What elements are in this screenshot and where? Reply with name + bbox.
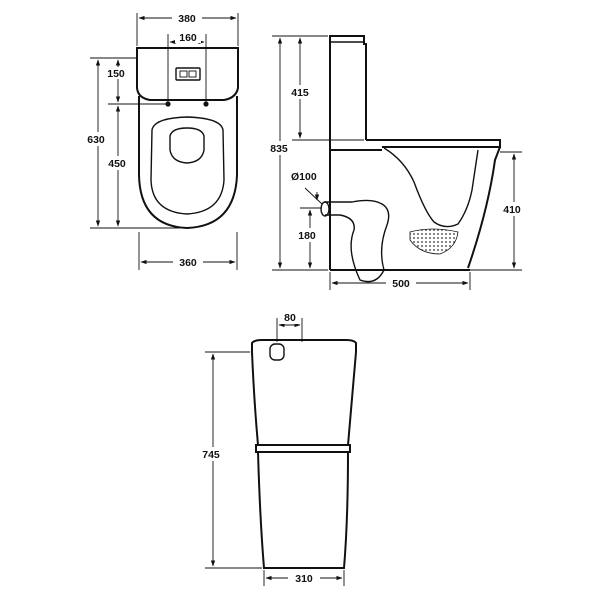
dim-tank-depth: 150 — [107, 68, 125, 80]
dim-overall-length: 630 — [87, 134, 105, 146]
side-view-water — [409, 228, 459, 255]
side-view-cistern — [329, 35, 367, 140]
front-view-seat — [255, 444, 351, 453]
side-view-seat — [366, 139, 501, 148]
dim-outlet-height: 180 — [298, 230, 316, 242]
hinge-hole-right — [203, 101, 209, 107]
side-view-trap-inner — [383, 147, 479, 228]
dim-overall-height: 835 — [270, 143, 288, 155]
top-view-seat-opening — [169, 127, 205, 164]
top-view-cistern — [136, 47, 239, 101]
top-view: 380 160 150 630 450 360 — [84, 11, 239, 270]
front-view-flush-button — [269, 343, 285, 361]
dim-tank-height: 415 — [291, 87, 309, 99]
dim-pipe-diameter: Ø100 — [291, 171, 317, 183]
top-view-seat — [150, 116, 225, 215]
dim-bowl-length: 450 — [108, 158, 126, 170]
dim-width-bottom: 360 — [179, 257, 197, 269]
top-view-bowl — [138, 96, 238, 230]
front-view-bowl — [257, 451, 349, 569]
top-view-flush-button — [175, 67, 201, 81]
dim-button-offset: 80 — [284, 312, 296, 324]
dim-bowl-height: 410 — [503, 204, 521, 216]
side-view: 415 835 Ø100 180 410 500 — [264, 35, 526, 290]
side-view-bowl — [330, 146, 501, 269]
dim-front-height: 745 — [202, 449, 220, 461]
side-view-outlet-pipe — [325, 199, 390, 283]
dim-width-top: 380 — [178, 13, 196, 25]
dim-hole-spacing: 160 — [179, 32, 197, 44]
dim-projection: 500 — [392, 278, 410, 290]
front-view-cistern-lid — [251, 339, 357, 352]
front-view: 80 745 310 — [196, 311, 357, 586]
hinge-hole-left — [165, 101, 171, 107]
front-view-cistern — [251, 351, 357, 446]
dim-base-width: 310 — [295, 573, 313, 585]
